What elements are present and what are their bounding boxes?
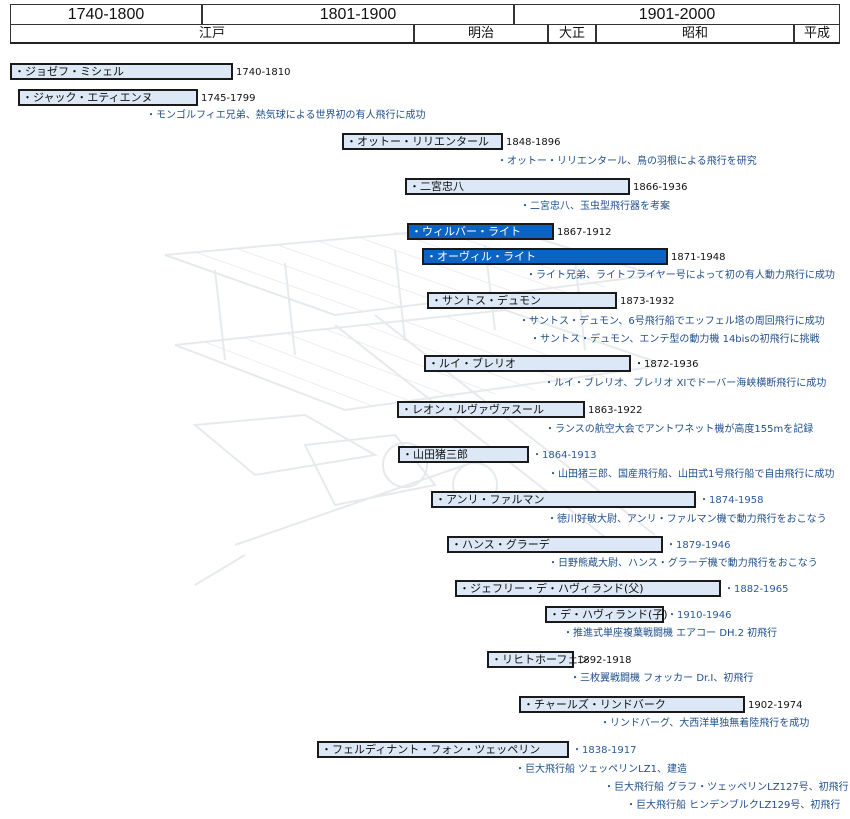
lifespan-years: 1902-1974 [748, 700, 803, 711]
event-text: ・三枚翼戦闘機 フォッカー Dr.I、初飛行 [570, 673, 754, 684]
lifespan-bar: ・ルイ・ブレリオ [424, 355, 631, 372]
century-1801-1900: 1801-1900 [202, 4, 514, 24]
lifespan-years: ・1879-1946 [666, 540, 731, 551]
lifespan-years: 1848-1896 [506, 137, 561, 148]
event-text: ・モンゴルフィエ兄弟、熱気球による世界初の有人飛行に成功 [146, 110, 426, 121]
lifespan-bar: ・リヒトホーフェン [487, 651, 589, 668]
lifespan-bar: ・ジェフリー・デ・ハヴィランド(父) [455, 580, 721, 597]
century-1740-1800: 1740-1800 [10, 4, 202, 24]
event-text: ・サントス・デュモン、6号飛行船でエッフェル塔の周回飛行に成功 [519, 316, 825, 327]
lifespan-bar: ・サントス・デュモン [427, 292, 617, 309]
event-text: ・ライト兄弟、ライトフライヤー号によって初の有人動力飛行に成功 [526, 270, 835, 281]
lifespan-years: 1892-1918 [577, 655, 632, 666]
lifespan-years: 1745-1799 [201, 93, 256, 104]
event-text: ・ランスの航空大会でアントワネット機が高度155mを記録 [545, 424, 814, 435]
event-text: ・オットー・リリエンタール、鳥の羽根による飛行を研究 [497, 156, 757, 167]
lifespan-bar: ・山田猪三郎 [398, 446, 529, 463]
lifespan-bar: ・チャールズ・リンドバーク [519, 696, 745, 713]
event-text: ・二宮忠八、玉虫型飛行器を考案 [520, 201, 670, 212]
lifespan-years: 1873-1932 [620, 296, 675, 307]
era-showa: 昭和 [596, 24, 794, 44]
lifespan-years: 1867-1912 [557, 227, 612, 238]
event-text: ・リンドバーグ、大西洋単独無着陸飛行を成功 [600, 718, 810, 729]
lifespan-years: ・1910-1946 [667, 610, 732, 621]
lifespan-bar-highlighted: ・オーヴィル・ライト [422, 248, 668, 265]
lifespan-bar: ・オットー・リリエンタール [342, 133, 503, 150]
event-text: ・日野熊蔵大尉、ハンス・グラーデ機で動力飛行をおこなう [548, 558, 818, 569]
lifespan-years: ・1872-1936 [634, 359, 699, 370]
lifespan-years: ・1864-1913 [532, 450, 597, 461]
lifespan-bar: ・アンリ・ファルマン [431, 491, 696, 508]
era-heisei: 平成 [794, 24, 840, 44]
lifespan-years: 1863-1922 [588, 405, 643, 416]
event-text: ・巨大飛行船 グラフ・ツェッペリンLZ127号、初飛行 [604, 782, 849, 793]
lifespan-years: 1871-1948 [671, 252, 726, 263]
event-text: ・ルイ・ブレリオ、ブレリオ XIでドーバー海峡横断飛行に成功 [544, 378, 827, 389]
event-text: ・山田猪三郎、国産飛行船、山田式1号飛行船で自由飛行に成功 [548, 469, 835, 480]
lifespan-years: 1740-1810 [236, 67, 291, 78]
event-text: ・徳川好敏大尉、アンリ・ファルマン機で動力飛行をおこなう [547, 514, 827, 525]
event-text: ・推進式単座複葉戦闘機 エアコー DH.2 初飛行 [563, 628, 778, 639]
era-edo: 江戸 [10, 24, 414, 44]
lifespan-years: ・1838-1917 [572, 745, 637, 756]
era-meiji: 明治 [414, 24, 548, 44]
lifespan-years: ・1874-1958 [699, 495, 764, 506]
lifespan-bar: ・二宮忠八 [405, 178, 630, 195]
lifespan-bar: ・ハンス・グラーデ [447, 536, 663, 553]
lifespan-years: 1866-1936 [633, 182, 688, 193]
lifespan-bar: ・ジョゼフ・ミシェル [10, 63, 233, 80]
event-text: ・巨大飛行船 ツェッペリンLZ1、建造 [515, 764, 687, 775]
lifespan-bar: ・ジャック・エティエンヌ [18, 89, 198, 106]
event-text: ・サントス・デュモン、エンテ型の動力機 14bisの初飛行に挑戦 [530, 334, 820, 345]
lifespan-bar-highlighted: ・ウィルバー・ライト [407, 223, 554, 240]
event-text: ・巨大飛行船 ヒンデンブルクLZ129号、初飛行 [626, 800, 841, 811]
era-taisho: 大正 [548, 24, 596, 44]
lifespan-bar: ・デ・ハヴィランド(子) [545, 606, 668, 623]
lifespan-bar: ・フェルディナント・フォン・ツェッペリン [317, 741, 569, 758]
lifespan-years: ・1882-1965 [724, 584, 789, 595]
lifespan-bar: ・レオン・ルヴァヴァスール [397, 401, 585, 418]
century-1901-2000: 1901-2000 [514, 4, 840, 24]
